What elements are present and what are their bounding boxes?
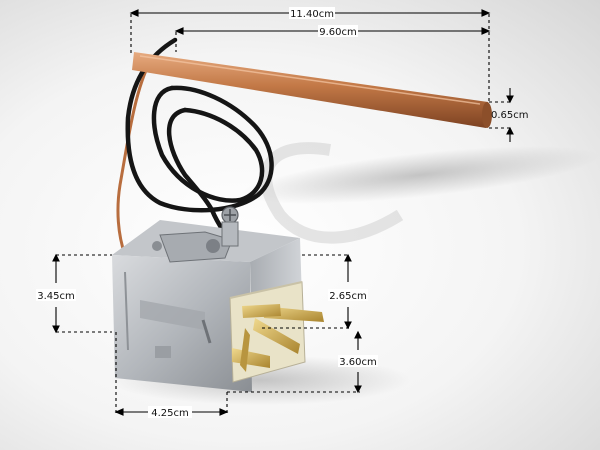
dim-overall-length: 11.40cm <box>290 9 334 20</box>
dim-body-height: 3.45cm <box>37 291 75 302</box>
black-cable-coil <box>125 37 274 235</box>
thermostat-body <box>112 206 324 392</box>
copper-capillary <box>116 61 152 256</box>
dimension-labels: 11.40cm 9.60cm 0.65cm 3.45cm 2.65cm 3.60… <box>36 7 529 419</box>
dim-bulb-diameter: 0.65cm <box>491 110 529 121</box>
cable-shadow <box>260 142 404 244</box>
dim-body-width: 4.25cm <box>151 408 189 419</box>
copper-bulb-tube <box>132 52 492 128</box>
tube-shadow <box>240 146 600 204</box>
dim-bulb-length: 9.60cm <box>319 27 357 38</box>
dim-terminal-height: 2.65cm <box>329 291 367 302</box>
dim-lower-height: 3.60cm <box>339 357 377 368</box>
